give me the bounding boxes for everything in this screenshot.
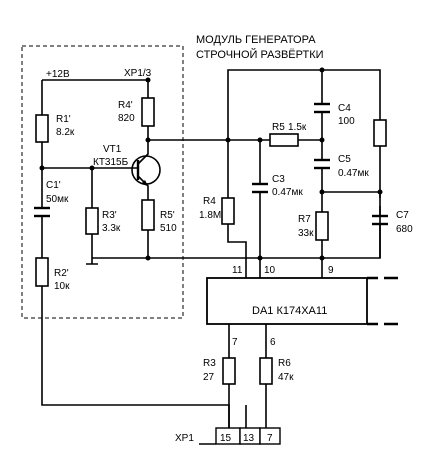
connector-pin-7 [259,427,281,445]
resistor-r1p [35,114,49,143]
resistor-r3p [85,207,99,235]
c1p-value: 50мк [46,194,69,205]
r3p-ref: R3' [102,210,117,221]
resistor-r3 [222,357,236,385]
supply-rail [42,79,149,98]
resistor-r2p [35,257,49,287]
ic-pin-7: 7 [232,337,238,348]
r2p-to-connector [41,286,230,428]
top-rail [227,69,381,140]
c3-ref: C3 [272,174,285,185]
r1p-ref: R1' [56,114,71,125]
r4p-ref: R4' [118,100,133,111]
r5p-value: 510 [160,223,177,234]
r7-ref: R7 [298,214,311,225]
vt1-part: КТ315Б [93,157,129,168]
c7-value: 680 [396,224,413,235]
r3-ref: R3 [203,358,216,369]
r2p-value: 10к [54,281,70,292]
connector-pin-7-label: 7 [267,433,273,444]
c1p-ref: C1' [46,180,61,191]
r2p-ref: R2' [54,268,69,279]
c7-ref: C7 [396,210,409,221]
r4-ref: R4 [203,196,216,207]
r1p-value: 8.2к [56,127,75,138]
r7-value: 33к [298,228,314,239]
r4-wire [227,140,247,278]
ic-pin-10: 10 [264,265,276,276]
connector-pin-15-label: 15 [220,433,232,444]
ic-pin-9: 9 [328,265,334,276]
resistor-r4 [221,197,235,225]
r5-ref: R5 [272,122,285,133]
connector-label: XP1 [175,433,194,444]
connector-pin-13-label: 13 [243,433,255,444]
resistor-r7 [315,211,329,241]
ground-stub [86,258,98,265]
ic-label: DA1 К174ХА11 [252,305,327,317]
vt1-ref: VT1 [103,144,122,155]
resistor-r5 [269,133,299,147]
resistor-r5p [141,199,155,231]
resistor-unlabeled [373,119,387,147]
c5-ref: C5 [338,154,351,165]
resistor-r6 [259,357,273,385]
r3p-value: 3.3к [102,223,121,234]
module-title-line1: МОДУЛЬ ГЕНЕРАТОРА [196,34,316,46]
ic-pin-6: 6 [270,337,276,348]
c3-value: 0.47мк [272,187,303,198]
module-title-line2: СТРОЧНОЙ РАЗВЁРТКИ [196,48,324,61]
c5-value: 0.47мк [338,168,369,179]
ic-pin-11: 11 [232,265,243,276]
r4p-value: 820 [118,113,135,124]
c4-value: 100 [338,116,355,127]
r6-ref: R6 [278,358,291,369]
ic-da1 [206,277,368,325]
xp1-3-label: XP1/3 [124,68,152,79]
c4-ref: C4 [338,103,351,114]
r6-value: 47к [278,372,294,383]
r3-value: 27 [203,372,215,383]
resistor-r4p [141,97,155,127]
junction [145,77,151,83]
transistor-vt1 [128,150,161,200]
r5-value: 1.5к [288,122,307,133]
supply-label: +12В [46,69,70,80]
right-resistor-wire [322,146,381,259]
junction [319,255,325,261]
r5p-ref: R5' [160,210,175,221]
module-boundary [21,45,184,319]
r4-value: 1.8М [199,210,221,221]
